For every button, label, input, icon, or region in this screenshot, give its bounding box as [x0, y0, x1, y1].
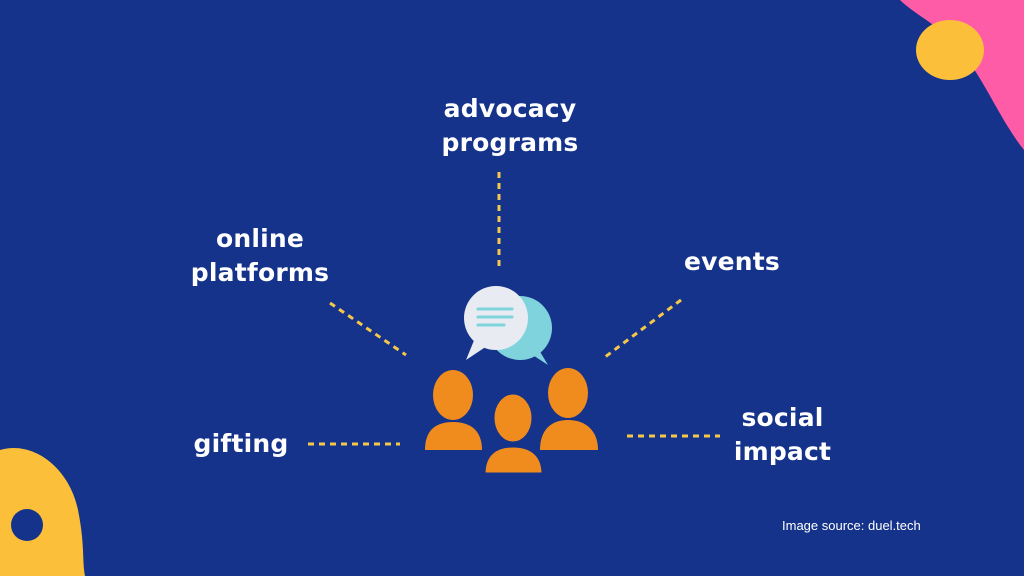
connector-events: [604, 298, 682, 359]
label-social-line2: impact: [733, 437, 832, 466]
pink-corner-blob: [900, 0, 1024, 150]
label-events: events: [672, 245, 792, 279]
people-group-icon: [425, 368, 598, 476]
label-online-line1: online: [215, 224, 305, 253]
image-source-caption: Image source: duel.tech: [782, 518, 921, 533]
yellow-corner-circle: [916, 20, 984, 80]
label-gifting-line1: gifting: [193, 429, 289, 458]
label-online-line2: platforms: [190, 258, 330, 287]
label-events-line1: events: [683, 247, 781, 276]
label-social-impact: social impact: [725, 401, 840, 469]
label-advocacy-line2: programs: [441, 128, 579, 157]
label-social-line1: social: [741, 403, 824, 432]
label-online-platforms: online platforms: [185, 222, 335, 290]
label-advocacy-programs: advocacy programs: [430, 92, 590, 160]
yellow-corner-blob: [0, 448, 85, 576]
blob-hole-circle: [11, 509, 43, 541]
connector-online: [329, 301, 407, 357]
label-advocacy-line1: advocacy: [443, 94, 577, 123]
label-gifting: gifting: [186, 427, 296, 461]
speech-bubbles-icon: [464, 286, 552, 365]
